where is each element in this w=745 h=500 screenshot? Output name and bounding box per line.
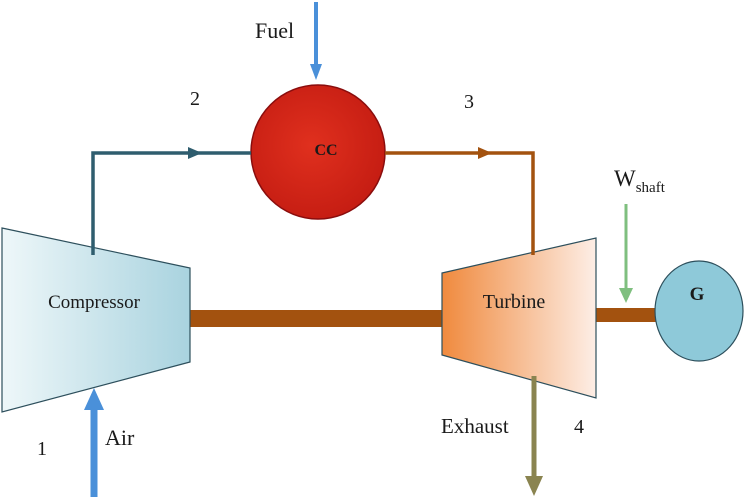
hot-gas-arrowhead bbox=[478, 147, 492, 159]
exhaust-label: Exhaust bbox=[441, 414, 509, 438]
exhaust-arrowhead bbox=[525, 476, 543, 496]
fuel-label: Fuel bbox=[255, 18, 294, 43]
turbine bbox=[441, 237, 597, 399]
shaft-work-arrowhead bbox=[619, 288, 633, 303]
air-label: Air bbox=[105, 425, 135, 450]
compressor bbox=[1, 227, 191, 413]
compressed-air-arrowhead bbox=[188, 147, 202, 159]
turbine-label: Turbine bbox=[483, 291, 546, 313]
generator bbox=[654, 260, 744, 362]
main-shaft bbox=[190, 310, 442, 327]
state-point-4: 4 bbox=[574, 416, 584, 438]
state-point-2: 2 bbox=[190, 88, 200, 110]
combustion-chamber-label: CC bbox=[314, 142, 337, 159]
generator-label: G bbox=[690, 284, 705, 305]
fuel-arrowhead bbox=[310, 64, 322, 80]
shaft-work-symbol: W bbox=[614, 166, 636, 191]
shaft-work-subscript: shaft bbox=[636, 180, 666, 196]
state-point-3: 3 bbox=[464, 91, 474, 113]
compressed-air-line bbox=[91, 151, 251, 255]
hot-gas-line bbox=[385, 151, 535, 255]
shaft-work-label: Wshaft bbox=[614, 166, 666, 196]
generator-shaft bbox=[596, 308, 658, 322]
compressor-label: Compressor bbox=[48, 292, 141, 313]
air-arrowhead bbox=[84, 388, 104, 410]
state-point-1: 1 bbox=[37, 438, 47, 460]
